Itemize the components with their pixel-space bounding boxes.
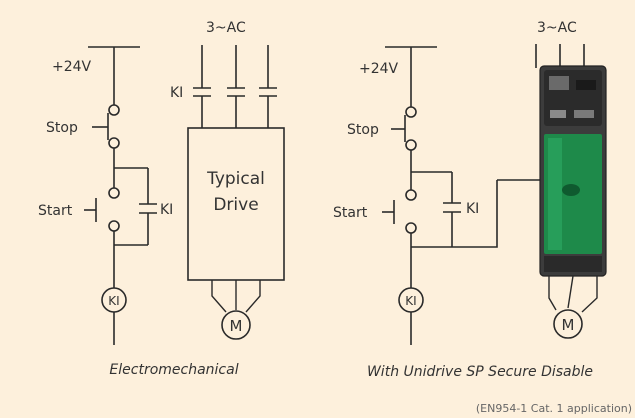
drive-highlight [548,138,562,250]
start-label-left: Start [38,203,73,219]
footnote: (EN954-1 Cat. 1 application) [476,402,632,415]
ac-label-left: 3~AC [206,20,246,36]
drive-label-line2: Drive [213,195,258,215]
ki-label-right: KI [466,201,479,217]
supply-label-left: +24V [52,59,92,75]
stop-contact-top [108,104,120,116]
motor-right [553,309,583,339]
ac-label-right: 3~AC [537,20,577,36]
stop-contact-top [405,106,417,118]
motor-lead [548,276,557,311]
drive-label-line1: Typical [206,169,265,189]
drive-button [550,110,566,118]
stop-label-left: Stop [46,120,78,136]
stop-label-right: Stop [347,122,379,138]
left-circuit: +24V Stop KI Start KI 3~AC [38,20,285,378]
sd-wire-return [452,190,498,248]
motor-label-right: M [562,316,575,334]
ki-coil-label-left: KI [108,294,119,308]
drive-button [574,110,594,118]
stop-contact-bottom [108,137,120,149]
motor-lead [567,275,574,309]
start-label-right: Start [333,205,368,221]
ki-contact-label: KI [170,85,183,101]
start-contact-top [108,187,120,199]
drive-slot [576,80,596,90]
motor-label-left: M [230,317,243,335]
right-circuit: +24V Stop KI Start KI 3~AC [333,20,607,380]
start-contact-top [405,189,417,201]
stop-contact-bottom [405,139,417,151]
start-contact-bottom [405,222,417,234]
motor-left [221,310,251,340]
caption-right: With Unidrive SP Secure Disable [367,364,593,380]
ki-coil-label-right: KI [405,294,416,308]
drive-display [549,76,569,90]
drive-logo [562,184,580,196]
caption-left: Electromechanical [109,362,238,378]
motor-lead [211,280,227,313]
drive-base [544,256,602,272]
ki-label-left: KI [160,202,173,218]
motor-lead [581,276,598,313]
motor-lead [245,280,261,313]
supply-label-right: +24V [359,61,399,77]
start-contact-bottom [108,220,120,232]
unidrive-sp [539,65,607,277]
